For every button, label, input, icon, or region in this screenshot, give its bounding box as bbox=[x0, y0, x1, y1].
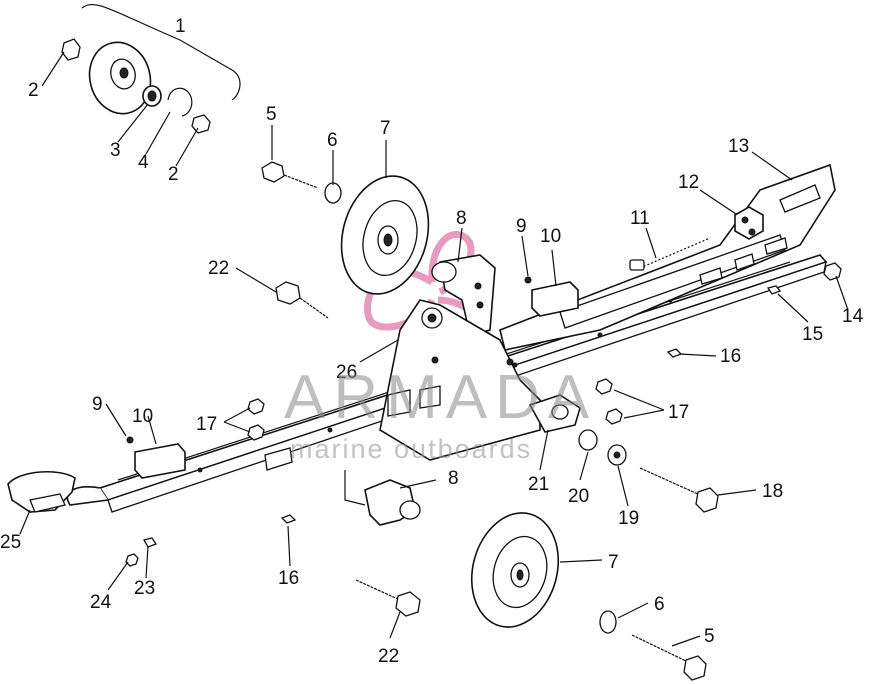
callout-12: 12 bbox=[678, 172, 699, 193]
callout-13: 13 bbox=[728, 136, 749, 157]
callout-10-lower: 10 bbox=[132, 406, 153, 427]
callout-22-lower: 22 bbox=[378, 646, 399, 667]
upper-frame bbox=[499, 163, 842, 351]
callout-7-lower: 7 bbox=[608, 552, 619, 573]
slide-block-lower bbox=[126, 436, 186, 479]
pivot-parts bbox=[528, 394, 719, 513]
callout-23: 23 bbox=[134, 578, 155, 599]
slide-block-upper bbox=[524, 276, 579, 317]
lower-axle-bracket bbox=[344, 470, 421, 526]
callout-11: 11 bbox=[630, 208, 650, 229]
callout-17-left: 17 bbox=[196, 414, 217, 435]
callout-15: 15 bbox=[802, 324, 823, 345]
upper-axle-bracket bbox=[431, 254, 496, 336]
callout-6-lower: 6 bbox=[654, 594, 665, 615]
callout-24: 24 bbox=[90, 592, 112, 613]
callout-21: 21 bbox=[528, 474, 549, 495]
leader-lines bbox=[19, 51, 849, 647]
bolt-22-lower bbox=[355, 579, 421, 617]
callout-8-upper: 8 bbox=[456, 208, 467, 229]
callout-20: 20 bbox=[568, 486, 589, 507]
nuts-17 bbox=[247, 378, 623, 441]
callout-17-right: 17 bbox=[668, 402, 689, 423]
callout-2-right: 2 bbox=[168, 164, 179, 185]
callout-5-lower: 5 bbox=[704, 626, 715, 647]
callout-8-lower: 8 bbox=[448, 468, 459, 489]
callout-18: 18 bbox=[762, 481, 783, 502]
upper-wheel bbox=[261, 161, 430, 295]
watermark-brand: ARMADA bbox=[284, 363, 597, 432]
watermark-tagline: marine outboards bbox=[290, 434, 532, 464]
callout-26: 26 bbox=[336, 362, 357, 383]
callout-16-lower: 16 bbox=[278, 568, 299, 589]
callout-9-upper: 9 bbox=[516, 216, 527, 237]
callout-7-upper: 7 bbox=[380, 118, 391, 139]
callout-3: 3 bbox=[110, 140, 121, 161]
callout-25: 25 bbox=[0, 532, 21, 553]
callout-16-upper: 16 bbox=[720, 346, 741, 367]
suspension-arm bbox=[264, 299, 541, 471]
callout-1: 1 bbox=[175, 16, 186, 37]
lower-wheel bbox=[470, 512, 707, 681]
callout-9-lower: 9 bbox=[92, 394, 103, 415]
callout-22-upper: 22 bbox=[208, 258, 229, 279]
callout-6-upper: 6 bbox=[327, 130, 338, 151]
callout-14: 14 bbox=[842, 306, 864, 327]
pulley-assembly-top bbox=[61, 4, 241, 134]
callout-10-upper: 10 bbox=[540, 226, 561, 247]
callout-4: 4 bbox=[138, 152, 149, 173]
callout-2-top-left: 2 bbox=[28, 80, 39, 101]
bolt-22-upper bbox=[275, 281, 329, 319]
callout-labels: 1 2 3 4 2 5 6 7 8 9 10 11 12 13 14 15 16… bbox=[0, 16, 864, 667]
callout-5-upper: 5 bbox=[266, 104, 277, 125]
callout-19: 19 bbox=[618, 508, 639, 529]
